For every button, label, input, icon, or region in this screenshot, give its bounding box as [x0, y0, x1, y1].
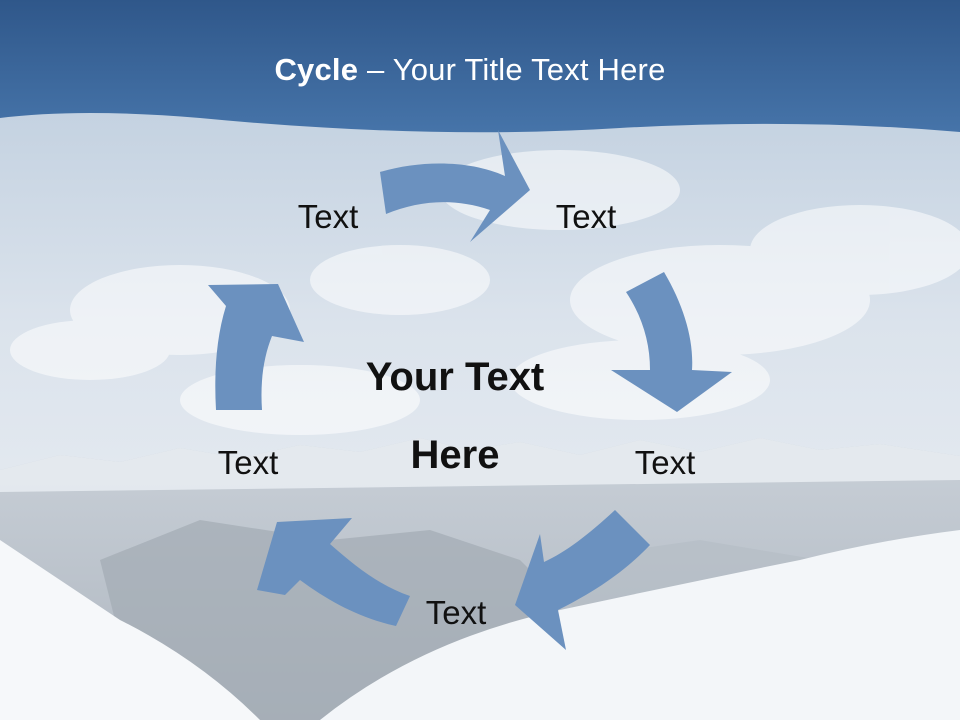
title-rest: – Your Title Text Here: [358, 52, 666, 87]
cycle-label-4: Text: [425, 594, 487, 631]
cycle-label-2: Text: [555, 198, 617, 235]
title-bold: Cycle: [274, 52, 359, 87]
cycle-arrow-bottom-right: [515, 510, 650, 650]
cycle-label-5: Text: [217, 444, 279, 481]
cycle-arrow-right: [611, 272, 732, 412]
cycle-label-3: Text: [634, 444, 696, 481]
center-text: Your Text Here: [365, 355, 545, 477]
cycle-arrow-bottom-left: [257, 518, 410, 626]
slide-title: Cycle – Your Title Text Here: [0, 52, 940, 88]
header-band: [0, 0, 960, 133]
cycle-arrow-top: [380, 130, 530, 242]
cycle-arrow-left: [208, 284, 304, 410]
cycle-label-1: Text: [297, 198, 359, 235]
